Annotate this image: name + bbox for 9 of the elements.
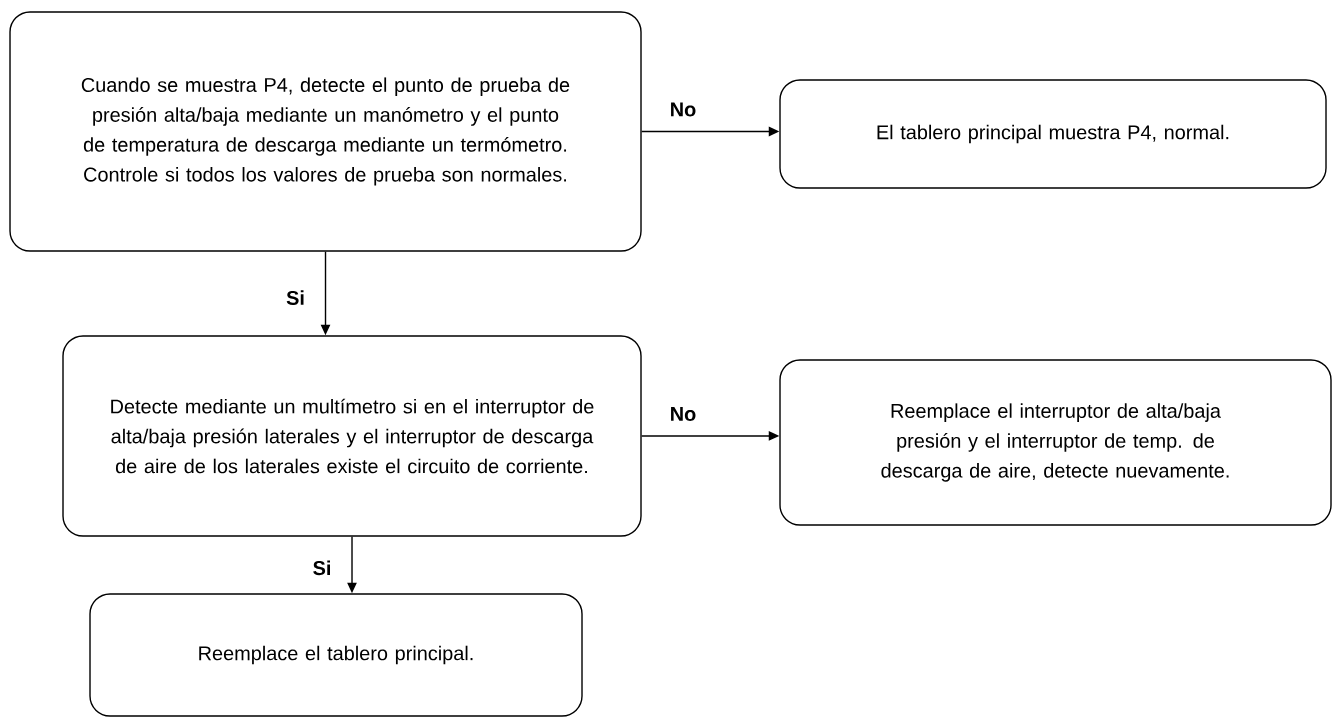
edge-label: Si xyxy=(284,289,307,307)
edge-label: No xyxy=(668,101,698,118)
edge-label: Si xyxy=(311,559,333,577)
process-box: Detecte mediante un multímetro si en el interruptor de alta/baja presión laterales y el interruptor de descarga de aire de los laterales existe el circuito de corriente. xyxy=(62,335,642,537)
process-box: Reemplace el interruptor de alta/baja presión y el interruptor de temp. de descarga de aire, detecte nuevamente. xyxy=(779,359,1332,526)
edge-label: No xyxy=(668,405,698,423)
process-box: El tablero principal muestra P4, normal. xyxy=(779,79,1327,189)
process-box: Cuando se muestra P4, detecte el punto de prueba de presión alta/baja mediante un manómetro y el punto de temperatura de descarga mediante un termómetro. Controle si todos los valores de prueba son normales. xyxy=(9,11,642,252)
process-box: Reemplace el tablero principal. xyxy=(89,593,583,717)
